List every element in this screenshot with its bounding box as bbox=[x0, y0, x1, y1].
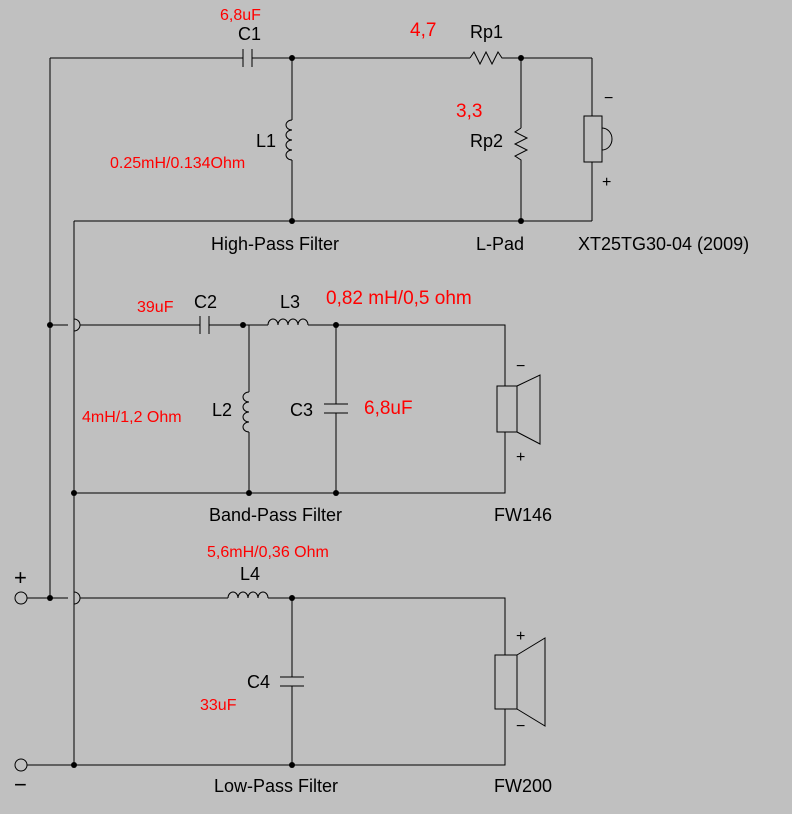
rp2-resistor bbox=[513, 127, 529, 221]
input-plus-terminal bbox=[14, 591, 28, 605]
tweeter-name: XT25TG30-04 (2009) bbox=[578, 234, 749, 254]
c2-capacitor bbox=[199, 316, 210, 334]
c4-name: C4 bbox=[247, 672, 270, 692]
junction-dot bbox=[289, 55, 295, 61]
tweeter-body bbox=[583, 115, 603, 163]
c3-value: 6,8uF bbox=[364, 398, 413, 419]
midrange-name: FW146 bbox=[494, 505, 552, 525]
woofer-name: FW200 bbox=[494, 776, 552, 796]
wire-hop bbox=[73, 318, 81, 332]
junction-dot bbox=[289, 762, 295, 768]
l2-name: L2 bbox=[212, 400, 232, 420]
junction-dot bbox=[518, 218, 524, 224]
junction-dot bbox=[240, 322, 246, 328]
c1-capacitor bbox=[242, 49, 253, 67]
l3-inductor bbox=[267, 318, 309, 326]
tweeter-minus: − bbox=[604, 90, 613, 107]
l3-value: 0,82 mH/0,5 ohm bbox=[326, 288, 472, 309]
l1-inductor bbox=[285, 119, 293, 161]
l2-value: 4mH/1,2 Ohm bbox=[82, 409, 182, 426]
wire-hop bbox=[73, 591, 81, 605]
input-plus-sign: + bbox=[14, 565, 27, 590]
midrange-minus: − bbox=[516, 358, 525, 375]
midrange-plus: + bbox=[516, 449, 525, 466]
tweeter-plus: + bbox=[602, 174, 611, 191]
low-pass-title: Low-Pass Filter bbox=[214, 776, 338, 796]
input-minus-terminal bbox=[14, 758, 28, 772]
woofer-plus: + bbox=[516, 628, 525, 645]
l4-inductor bbox=[227, 591, 269, 599]
junction-dot bbox=[71, 762, 77, 768]
rp2-value: 3,3 bbox=[456, 101, 482, 122]
high-pass-title: High-Pass Filter bbox=[211, 234, 339, 254]
c3-name: C3 bbox=[290, 400, 313, 420]
lp-wire bbox=[268, 597, 506, 655]
rp2-name: Rp2 bbox=[470, 131, 503, 151]
rp1-resistor bbox=[469, 50, 592, 66]
c4-value: 33uF bbox=[200, 697, 237, 714]
lpad-title: L-Pad bbox=[476, 234, 524, 254]
c2-value: 39uF bbox=[137, 299, 174, 316]
midrange-cone bbox=[516, 374, 541, 445]
c1-value: 6,8uF bbox=[220, 7, 261, 24]
bp-wire bbox=[308, 324, 506, 386]
junction-dot bbox=[289, 218, 295, 224]
l2-inductor bbox=[242, 391, 250, 433]
junction-dot bbox=[333, 490, 339, 496]
junction-dot bbox=[518, 55, 524, 61]
junction-dot bbox=[289, 595, 295, 601]
bp-return-wire bbox=[74, 432, 506, 494]
midrange-body bbox=[496, 385, 518, 433]
junction-dot bbox=[47, 322, 53, 328]
tweeter-dome bbox=[601, 127, 613, 151]
c4-capacitor bbox=[280, 676, 304, 687]
c1-name: C1 bbox=[238, 24, 261, 44]
l4-value: 5,6mH/0,36 Ohm bbox=[207, 544, 329, 561]
input-minus-sign: − bbox=[14, 772, 27, 797]
c3-capacitor bbox=[324, 403, 348, 414]
junction-dot bbox=[333, 322, 339, 328]
rp1-value: 4,7 bbox=[410, 20, 436, 41]
l1-value: 0.25mH/0.134Ohm bbox=[110, 155, 245, 172]
l3-name: L3 bbox=[280, 292, 300, 312]
l4-name: L4 bbox=[240, 564, 260, 584]
junction-dot bbox=[71, 490, 77, 496]
c2-name: C2 bbox=[194, 292, 217, 312]
l1-name: L1 bbox=[256, 131, 276, 151]
woofer-cone bbox=[516, 637, 546, 727]
junction-dot bbox=[47, 595, 53, 601]
woofer-minus: − bbox=[516, 718, 525, 735]
band-pass-title: Band-Pass Filter bbox=[209, 505, 342, 525]
woofer-body bbox=[494, 654, 518, 710]
junction-dot bbox=[246, 490, 252, 496]
lp-return-wire bbox=[74, 709, 506, 766]
rp1-name: Rp1 bbox=[470, 22, 503, 42]
